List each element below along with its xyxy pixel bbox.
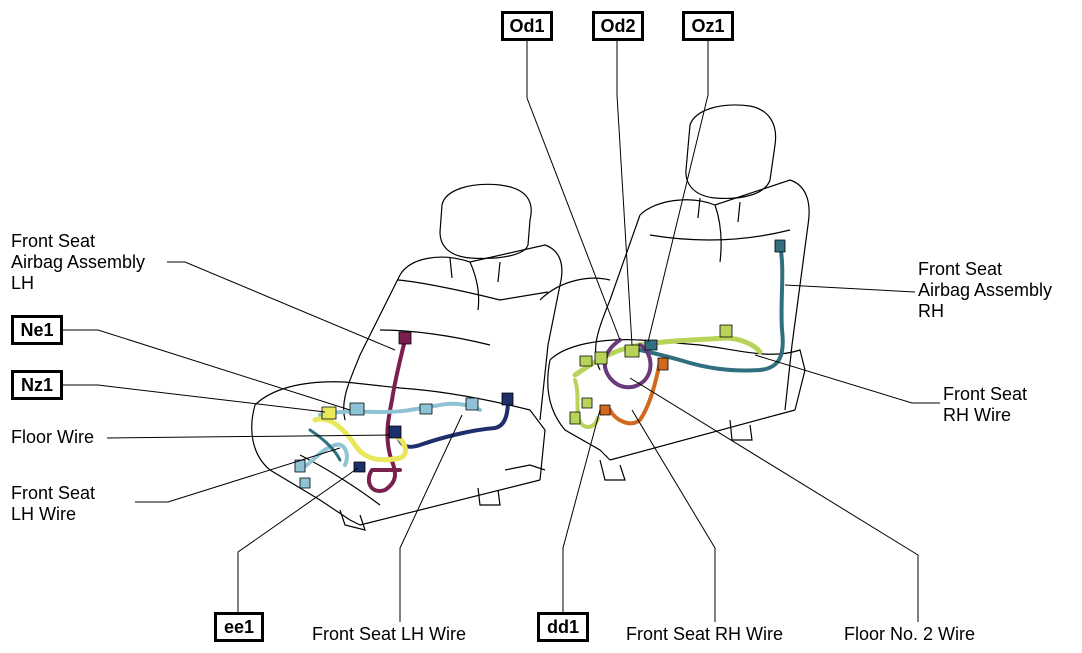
label-airbag-lh-line1: Front Seat (11, 231, 96, 251)
label-seat-rh-wire-bottom: Front Seat RH Wire (626, 624, 784, 644)
label-seat-lh-wire-left: Front Seat LH Wire (11, 483, 95, 525)
connector-dd1: dd1 (537, 612, 589, 642)
navy-harness-lh (393, 398, 510, 449)
label-floor-no2-wire: Floor No. 2 Wire (844, 624, 976, 644)
label-seat-lh-wire-left-line1: Front Seat (11, 483, 96, 503)
label-airbag-lh-line3: LH (11, 273, 35, 293)
connector-od2: Od2 (592, 11, 644, 41)
connector-ne1: Ne1 (11, 315, 63, 345)
maroon-harness-lh (366, 338, 407, 493)
orange-harness-rh (608, 360, 662, 426)
lightblue-harness-lh (318, 401, 482, 417)
label-seat-lh-wire-bottom: Front Seat LH Wire (312, 624, 467, 644)
label-seat-rh-wire-right-line2: RH Wire (943, 405, 1011, 425)
label-airbag-rh-line3: RH (918, 301, 944, 321)
connector-oz1: Oz1 (682, 11, 734, 41)
label-seat-lh-wire-left-line2: LH Wire (11, 504, 77, 524)
label-airbag-rh-line1: Front Seat (918, 259, 1003, 279)
right-harness (569, 239, 786, 429)
connector-nz1: Nz1 (11, 370, 63, 400)
lightblue-harness-lh-2 (298, 442, 349, 472)
left-harness (294, 331, 514, 493)
label-seat-rh-wire-right: Front Seat RH Wire (943, 384, 1027, 426)
label-airbag-rh-line2: Airbag Assembly (918, 280, 1053, 300)
right-seat (539, 104, 810, 481)
yellow-harness-lh (312, 416, 408, 463)
label-airbag-lh: Front Seat Airbag Assembly LH (11, 231, 145, 294)
label-floor-wire: Floor Wire (11, 427, 95, 447)
label-airbag-rh: Front Seat Airbag Assembly RH (918, 259, 1052, 322)
connector-od1: Od1 (501, 11, 553, 41)
leader-lines (62, 40, 940, 622)
label-seat-rh-wire-right-line1: Front Seat (943, 384, 1028, 404)
connector-ee1: ee1 (214, 612, 264, 642)
teal-harness-rh (638, 243, 785, 373)
label-airbag-lh-line2: Airbag Assembly (11, 252, 146, 272)
left-seat (251, 183, 563, 531)
